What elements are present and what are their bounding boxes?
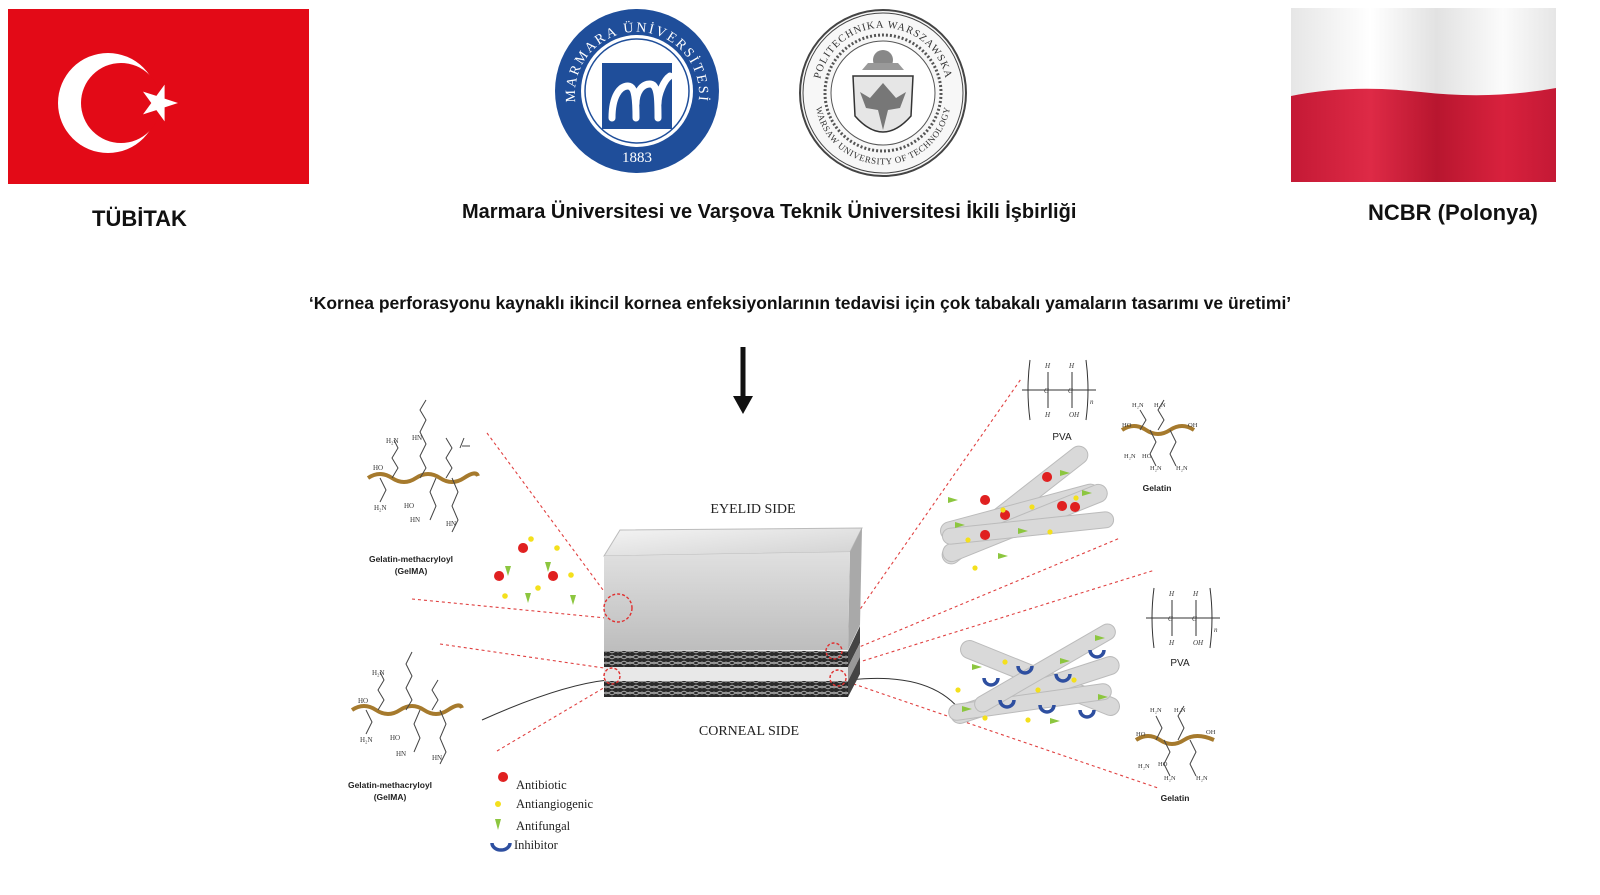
svg-text:HO: HO bbox=[404, 502, 414, 510]
svg-text:C: C bbox=[1168, 615, 1173, 623]
poland-flag bbox=[1291, 8, 1556, 182]
svg-text:H₂N: H₂N bbox=[1124, 453, 1136, 460]
tubitak-caption: TÜBİTAK bbox=[92, 206, 187, 231]
cooperation-caption: Marmara Üniversitesi ve Varşova Teknik Ü… bbox=[462, 201, 1077, 223]
warsaw-university-logo: POLITECHNIKA WARSZAWSKA WARSAW UNIVERSIT… bbox=[799, 9, 967, 177]
svg-text:H: H bbox=[1068, 362, 1075, 370]
svg-text:n: n bbox=[1090, 398, 1094, 406]
svg-text:H₂N: H₂N bbox=[360, 736, 373, 744]
green-arrow-icon bbox=[495, 819, 501, 830]
svg-text:H: H bbox=[1044, 362, 1051, 370]
svg-text:H₂N: H₂N bbox=[374, 504, 387, 512]
svg-text:HN: HN bbox=[432, 754, 442, 762]
legend-label-antibiotic: Antibiotic bbox=[516, 778, 567, 792]
svg-text:HO: HO bbox=[1158, 761, 1168, 768]
gelatin-label-bottom: Gelatin bbox=[1161, 793, 1190, 803]
pva-label-top: PVA bbox=[1052, 432, 1072, 443]
gelma-sub-bottom: (GelMA) bbox=[374, 792, 407, 802]
svg-text:n: n bbox=[1214, 626, 1218, 634]
svg-text:H₂N: H₂N bbox=[386, 437, 399, 445]
pva-label-bottom: PVA bbox=[1170, 658, 1190, 669]
svg-text:OH: OH bbox=[1206, 729, 1216, 736]
svg-text:HO: HO bbox=[1136, 731, 1146, 738]
svg-text:HO: HO bbox=[373, 464, 383, 472]
svg-text:C: C bbox=[1192, 615, 1197, 623]
legend-label-antiangiogenic: Antiangiogenic bbox=[516, 797, 594, 811]
svg-text:HO: HO bbox=[358, 697, 368, 705]
eyelid-side-label: EYELID SIDE bbox=[710, 502, 795, 517]
svg-text:C: C bbox=[1044, 387, 1049, 395]
svg-text:H: H bbox=[1168, 639, 1175, 647]
drug-particle-cluster bbox=[494, 536, 576, 605]
svg-text:H₂N: H₂N bbox=[1132, 402, 1144, 409]
svg-text:HN: HN bbox=[412, 434, 422, 442]
gelatin-structure-bottom bbox=[1134, 705, 1215, 777]
turkey-flag bbox=[8, 9, 309, 184]
legend-item-antiangiogenic: Antiangiogenic bbox=[495, 797, 594, 811]
svg-text:HN: HN bbox=[410, 516, 420, 524]
legend-item-antibiotic: Antibiotic bbox=[498, 772, 567, 792]
patch-block bbox=[603, 527, 863, 697]
yellow-dot-icon bbox=[495, 801, 501, 807]
svg-text:H₂N: H₂N bbox=[1164, 775, 1176, 782]
svg-text:H: H bbox=[1044, 411, 1051, 419]
svg-text:H: H bbox=[1192, 590, 1199, 598]
gelatin-structure-top bbox=[1120, 399, 1196, 467]
svg-text:HN: HN bbox=[396, 750, 406, 758]
fiber-bundle-top bbox=[939, 445, 1115, 571]
blue-crescent-icon bbox=[490, 842, 512, 852]
red-pacman-icon bbox=[498, 772, 509, 782]
ncbr-caption: NCBR (Polonya) bbox=[1368, 200, 1538, 225]
project-title: ‘Kornea perforasyonu kaynaklı ikincil ko… bbox=[308, 293, 1292, 313]
marmara-university-logo: MARMARA ÜNİVERSİTESİ 1883 bbox=[555, 9, 719, 173]
gelma-structure-bottom bbox=[350, 651, 464, 765]
corneal-side-label: CORNEAL SIDE bbox=[699, 724, 799, 739]
svg-text:H: H bbox=[1168, 590, 1175, 598]
legend-item-antifungal: Antifungal bbox=[495, 819, 571, 833]
legend-item-inhibitor: Inhibitor bbox=[490, 838, 559, 852]
gelma-sub-top: (GelMA) bbox=[395, 566, 428, 576]
pva-structure-bottom bbox=[1146, 587, 1220, 649]
svg-text:C: C bbox=[1068, 387, 1073, 395]
eye-curve bbox=[481, 679, 609, 721]
svg-text:H₂N: H₂N bbox=[1150, 707, 1162, 714]
gelma-label-bottom: Gelatin-methacryloyl bbox=[348, 780, 432, 790]
legend-label-inhibitor: Inhibitor bbox=[514, 838, 559, 852]
fiber-bundle-bottom bbox=[948, 623, 1120, 724]
svg-text:H₂N: H₂N bbox=[1176, 465, 1188, 472]
gelatin-label-top: Gelatin bbox=[1143, 483, 1172, 493]
svg-text:HO: HO bbox=[390, 734, 400, 742]
svg-text:H₂N: H₂N bbox=[1138, 763, 1150, 770]
svg-text:H₂N: H₂N bbox=[1150, 465, 1162, 472]
svg-text:H₂N: H₂N bbox=[1196, 775, 1208, 782]
down-arrow-icon bbox=[733, 347, 753, 414]
leader-lines bbox=[411, 378, 1159, 789]
svg-text:OH: OH bbox=[1193, 639, 1204, 647]
svg-text:HO: HO bbox=[1142, 453, 1152, 460]
svg-text:H₂N: H₂N bbox=[372, 669, 385, 677]
svg-text:HN: HN bbox=[446, 520, 456, 528]
pva-structure-top bbox=[1022, 359, 1096, 421]
svg-text:OH: OH bbox=[1188, 422, 1198, 429]
legend-label-antifungal: Antifungal bbox=[516, 819, 571, 833]
legend: Antibiotic Antiangiogenic Antifungal Inh… bbox=[490, 772, 594, 852]
svg-text:OH: OH bbox=[1069, 411, 1080, 419]
gelma-structure-top bbox=[366, 399, 480, 533]
gelma-label-top: Gelatin-methacryloyl bbox=[369, 554, 453, 564]
marmara-year: 1883 bbox=[622, 150, 652, 166]
svg-text:H₂N: H₂N bbox=[1174, 707, 1186, 714]
svg-text:H₂N: H₂N bbox=[1154, 402, 1166, 409]
svg-text:HO: HO bbox=[1122, 422, 1132, 429]
